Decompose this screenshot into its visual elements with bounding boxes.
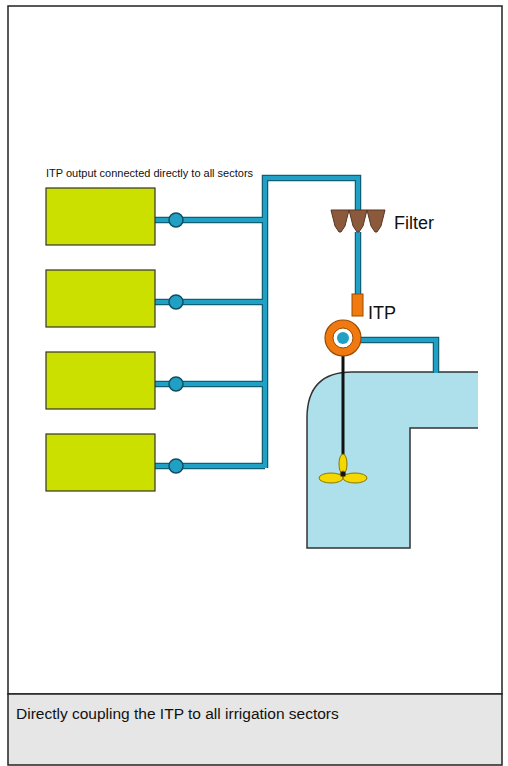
valves	[169, 213, 183, 473]
note-label: ITP output connected directly to all sec…	[46, 167, 282, 180]
irrigation-sectors	[46, 188, 155, 491]
water-channel	[307, 372, 478, 548]
pipes	[155, 178, 436, 468]
filter-symbol	[331, 210, 385, 232]
propeller	[319, 454, 367, 483]
pump-hub	[337, 332, 349, 344]
caption-band	[8, 694, 502, 765]
caption: Directly coupling the ITP to all irrigat…	[16, 704, 496, 723]
pump-eye	[333, 328, 353, 348]
frame	[8, 6, 502, 694]
part-label: Filter	[394, 212, 434, 234]
pump-body	[325, 320, 361, 356]
pump-outlet	[352, 294, 363, 316]
part-label: ITP	[368, 302, 396, 324]
